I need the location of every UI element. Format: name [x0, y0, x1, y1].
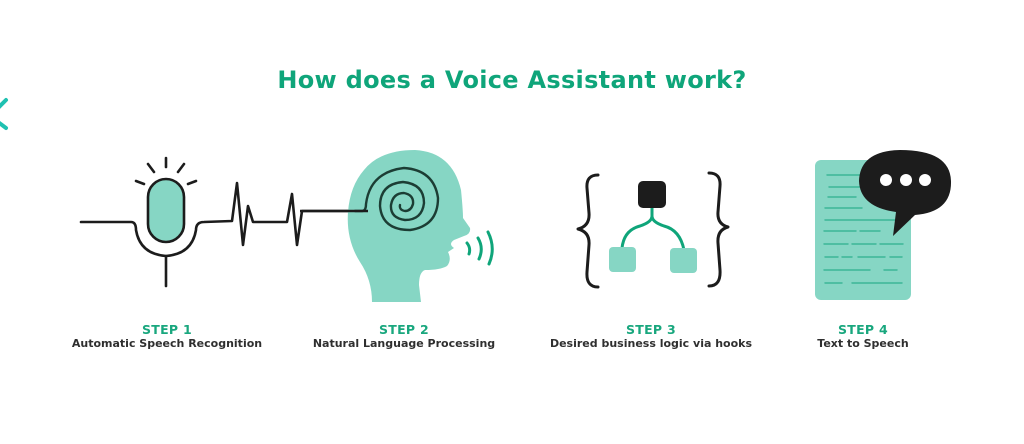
head-spiral-speaking-icon	[300, 150, 494, 302]
step-2: STEP 2 Natural Language Processing	[284, 323, 524, 351]
step-1: STEP 1 Automatic Speech Recognition	[47, 323, 287, 351]
step-number: STEP 4	[837, 322, 889, 337]
microphone-waveform-icon	[79, 156, 374, 288]
chevron-left-icon	[0, 98, 8, 130]
logic-tree-braces-icon	[576, 171, 730, 289]
step-4: STEP 4 Text to Speech	[743, 323, 983, 351]
document-speech-bubble-icon	[815, 150, 952, 300]
step-3: STEP 3 Desired business logic via hooks	[531, 323, 771, 351]
page-title: How does a Voice Assistant work?	[277, 66, 747, 94]
step-number: STEP 3	[625, 322, 677, 337]
step-number: STEP 1	[141, 322, 193, 337]
step-number: STEP 2	[378, 322, 430, 337]
step-description: Natural Language Processing	[312, 337, 496, 350]
step-description: Desired business logic via hooks	[549, 337, 753, 350]
step-description: Text to Speech	[817, 337, 909, 350]
step-description: Automatic Speech Recognition	[71, 337, 263, 350]
